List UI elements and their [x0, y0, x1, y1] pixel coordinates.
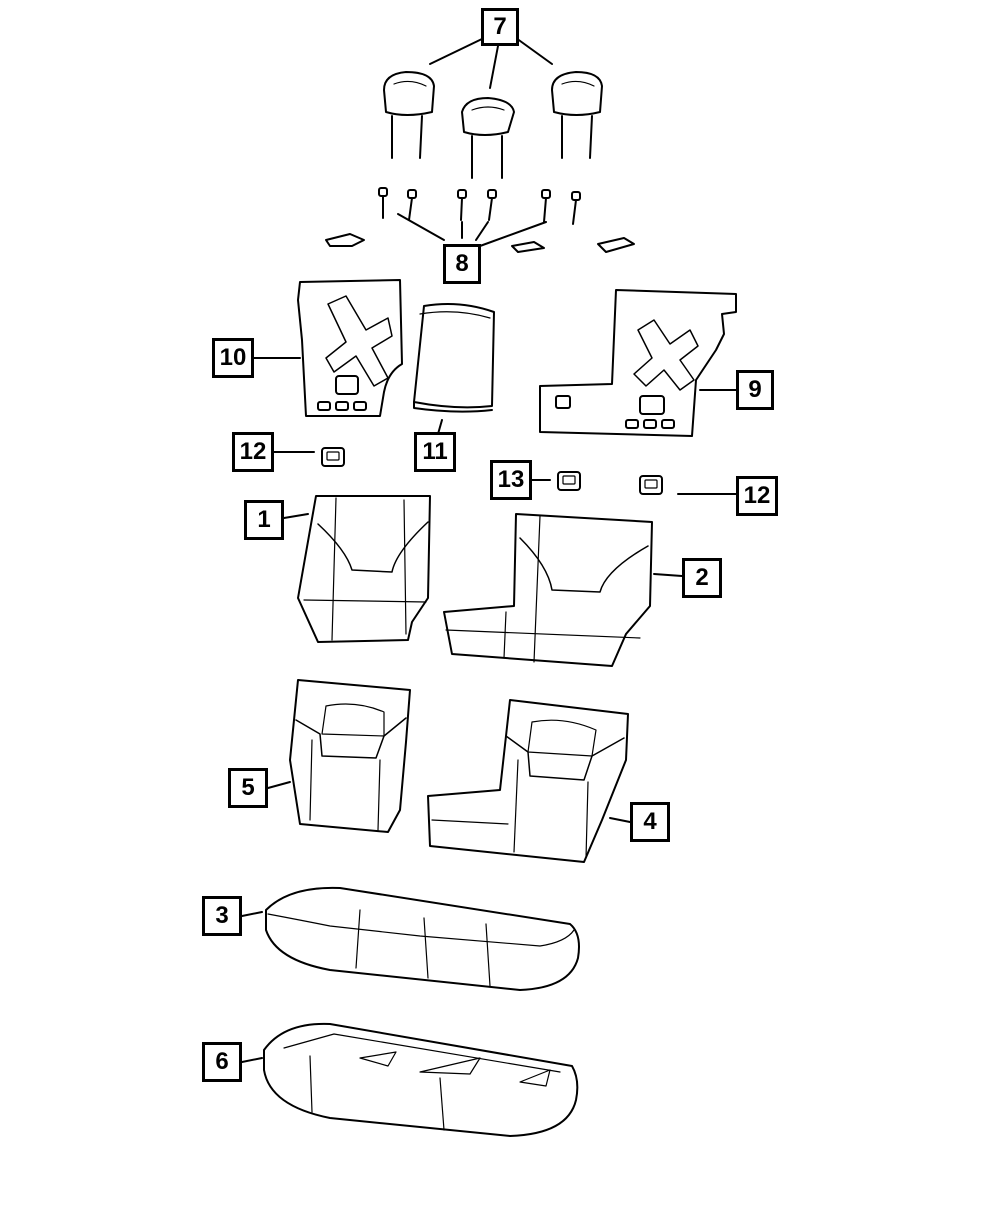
latch-bezel-center[interactable] — [557, 471, 581, 491]
callout-12-right[interactable]: 12 — [736, 476, 778, 516]
latch-bezel-right[interactable] — [639, 475, 663, 495]
callout-5[interactable]: 5 — [228, 768, 268, 808]
headrest-right[interactable] — [551, 71, 603, 159]
trim-clips[interactable] — [325, 233, 635, 253]
latch-bezel-left[interactable] — [321, 447, 345, 467]
callout-8[interactable]: 8 — [443, 244, 481, 284]
callout-3[interactable]: 3 — [202, 896, 242, 936]
seatback-cover-left[interactable] — [297, 495, 431, 643]
seat-cushion-cover[interactable] — [265, 886, 580, 991]
callout-10[interactable]: 10 — [212, 338, 254, 378]
right-seatback-frame[interactable] — [539, 289, 737, 437]
seatback-foam-left[interactable] — [289, 679, 411, 833]
headrest-center[interactable] — [461, 97, 515, 179]
callout-9[interactable]: 9 — [736, 370, 774, 410]
leader-lines — [241, 37, 741, 1063]
seatback-foam-right[interactable] — [427, 699, 629, 863]
callout-1[interactable]: 1 — [244, 500, 284, 540]
center-armrest[interactable] — [413, 303, 495, 413]
callout-7[interactable]: 7 — [481, 8, 519, 46]
callout-2[interactable]: 2 — [682, 558, 722, 598]
seatback-cover-right[interactable] — [443, 513, 653, 667]
headrest-guides[interactable] — [378, 187, 581, 225]
callout-13[interactable]: 13 — [490, 460, 532, 500]
seat-cushion-foam[interactable] — [263, 1022, 579, 1137]
left-seatback-frame[interactable] — [297, 279, 403, 417]
headrest-left[interactable] — [383, 71, 435, 159]
callout-6[interactable]: 6 — [202, 1042, 242, 1082]
callout-4[interactable]: 4 — [630, 802, 670, 842]
callout-11[interactable]: 11 — [414, 432, 456, 472]
callout-12-left[interactable]: 12 — [232, 432, 274, 472]
